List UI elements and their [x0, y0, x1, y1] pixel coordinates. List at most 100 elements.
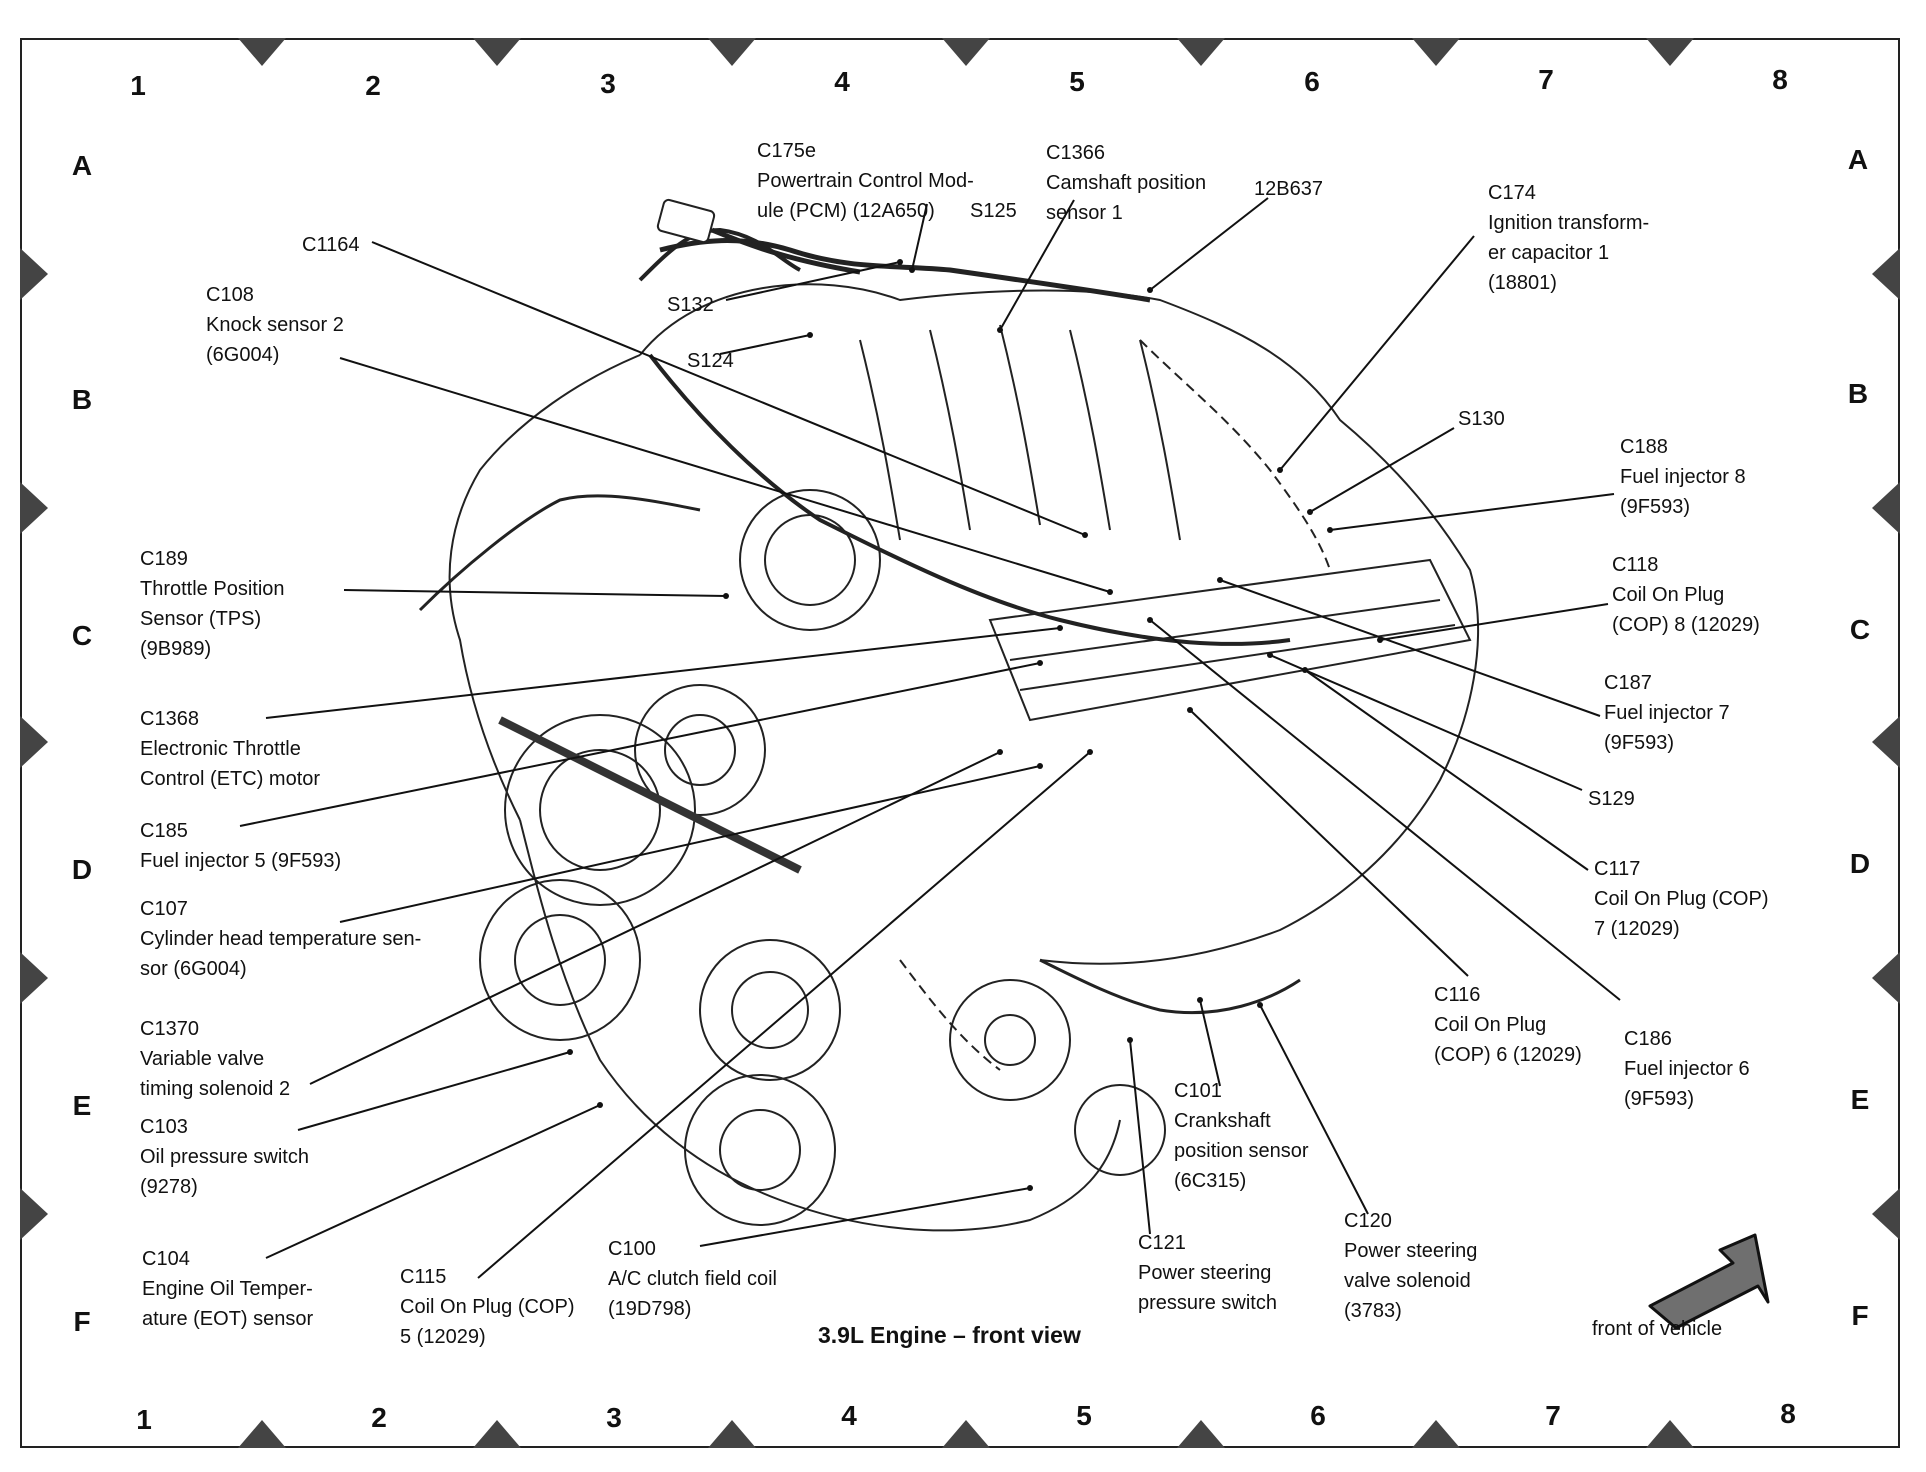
leader-line	[725, 261, 901, 301]
grid-row-E-left: E	[72, 1090, 92, 1121]
label-c1164: C1164	[302, 234, 360, 256]
leader-endpoint	[1307, 509, 1313, 515]
grid-marker-left-4	[20, 952, 48, 1004]
leader-endpoint	[1327, 527, 1333, 533]
leader-line	[477, 751, 1091, 1279]
leader-line	[1149, 197, 1269, 291]
grid-row-D-left: D	[71, 854, 93, 885]
leader-line	[339, 357, 1111, 593]
grid-column-6-bottom: 6	[1310, 1400, 1326, 1431]
leader-endpoint	[1377, 637, 1383, 643]
grid-row-B-left: B	[71, 384, 93, 415]
grid-column-7-top: 7	[1538, 64, 1554, 95]
grid-marker-bottom-3	[708, 1420, 756, 1448]
grid-row-F-left: F	[73, 1306, 91, 1337]
grid-column-8-bottom: 8	[1780, 1398, 1796, 1429]
grid-markers	[20, 38, 1900, 1448]
leader-line	[699, 1187, 1031, 1247]
grid-marker-right-3	[1872, 716, 1900, 768]
front-of-vehicle-arrow-icon	[1648, 1233, 1770, 1330]
grid-column-5-top: 5	[1069, 66, 1085, 97]
leader-line	[309, 751, 1001, 1085]
grid-column-8-top: 8	[1772, 64, 1788, 95]
leader-endpoint	[1037, 763, 1043, 769]
leader-endpoint	[1267, 652, 1273, 658]
grid-column-4-bottom: 4	[841, 1400, 857, 1431]
leader-line	[1149, 619, 1621, 1001]
grid-marker-top-3	[708, 38, 756, 66]
grid-marker-right-1	[1872, 248, 1900, 300]
grid-marker-bottom-5	[1177, 1420, 1225, 1448]
leader-endpoints	[567, 259, 1383, 1191]
grid-column-3-top: 3	[600, 68, 616, 99]
leader-endpoint	[1037, 660, 1043, 666]
leader-endpoint	[807, 332, 813, 338]
leader-lines	[239, 197, 1621, 1279]
grid-marker-top-4	[942, 38, 990, 66]
diagram-title: 3.9L Engine – front view	[818, 1322, 1081, 1348]
front-of-vehicle-label: front of vehicle	[1592, 1318, 1723, 1340]
leader-line	[1219, 579, 1601, 717]
grid-column-2-bottom: 2	[371, 1402, 387, 1433]
grid-marker-bottom-7	[1646, 1420, 1694, 1448]
leader-endpoint	[997, 327, 1003, 333]
leader-line	[999, 199, 1075, 331]
leader-line	[265, 627, 1061, 719]
grid-marker-left-5	[20, 1188, 48, 1240]
grid-marker-right-4	[1872, 952, 1900, 1004]
leader-endpoint	[1197, 997, 1203, 1003]
label-s125: S125	[970, 200, 1017, 222]
pcm-connector-icon	[656, 198, 861, 275]
leader-endpoint	[1217, 577, 1223, 583]
leader-line	[1309, 427, 1455, 513]
leader-line	[239, 662, 1041, 827]
grid-marker-bottom-2	[473, 1420, 521, 1448]
leader-line	[1304, 669, 1589, 871]
leader-line	[911, 203, 928, 271]
grid-column-5-bottom: 5	[1076, 1400, 1092, 1431]
label-s130: S130	[1458, 408, 1505, 430]
grid-row-E-right: E	[1850, 1084, 1870, 1115]
leader-endpoint	[1277, 467, 1283, 473]
grid-column-3-bottom: 3	[606, 1402, 622, 1433]
leader-endpoint	[1127, 1037, 1133, 1043]
leader-endpoint	[909, 267, 915, 273]
leader-endpoint	[1187, 707, 1193, 713]
engine-outline	[418, 227, 1480, 1232]
leader-endpoint	[1257, 1002, 1263, 1008]
grid-row-B-right: B	[1847, 378, 1869, 409]
grid-marker-top-1	[238, 38, 286, 66]
leader-line	[1259, 1004, 1369, 1215]
leader-endpoint	[1057, 625, 1063, 631]
grid-row-D-right: D	[1849, 848, 1871, 879]
leader-line	[371, 241, 1086, 536]
leader-line	[1329, 493, 1615, 531]
grid-column-6-top: 6	[1304, 66, 1320, 97]
leader-line	[265, 1104, 601, 1259]
leader-endpoint	[1027, 1185, 1033, 1191]
grid-marker-right-2	[1872, 482, 1900, 534]
leader-endpoint	[597, 1102, 603, 1108]
grid-marker-left-3	[20, 716, 48, 768]
leader-endpoint	[897, 259, 903, 265]
